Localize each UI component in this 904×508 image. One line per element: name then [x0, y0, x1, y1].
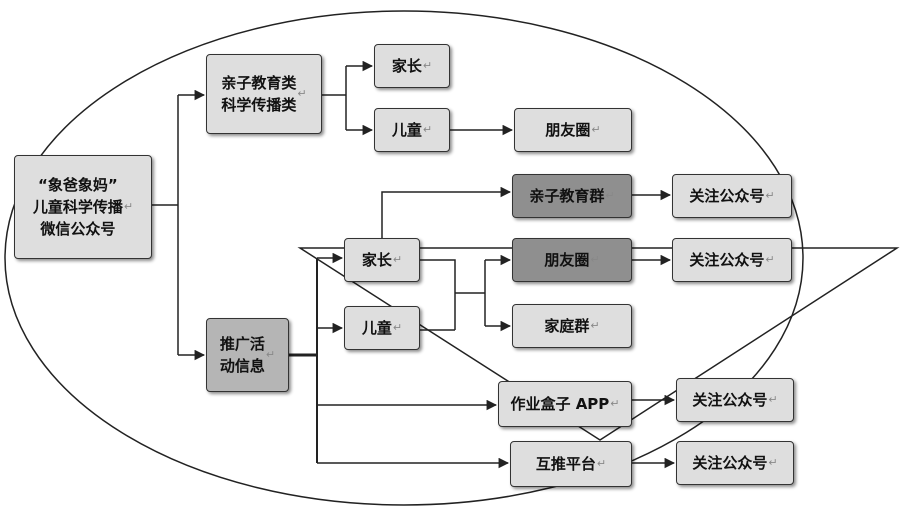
node-parenting-group: 亲子教育群↵	[512, 174, 632, 218]
node-mutual-platform: 互推平台↵	[510, 441, 632, 487]
node-root: “象爸象妈” 儿童科学传播 微信公众号↵	[14, 155, 152, 259]
node-child-top: 儿童↵	[374, 108, 450, 152]
connector-parent-up	[381, 186, 512, 240]
node-child-mid: 儿童↵	[344, 306, 420, 350]
node-follow-3: 关注公众号↵	[676, 378, 794, 422]
node-content-types: 亲子教育类 科学传播类↵	[206, 54, 322, 134]
node-moments-top: 朋友圈↵	[514, 108, 632, 152]
node-homework-app: 作业盒子 APP↵	[498, 381, 632, 427]
node-moments-mid: 朋友圈↵	[512, 238, 632, 282]
node-family-group: 家庭群↵	[512, 304, 632, 348]
scope-ellipse	[4, 10, 804, 506]
node-follow-2: 关注公众号↵	[672, 238, 792, 282]
node-parent-mid: 家长↵	[344, 238, 420, 282]
node-follow-4: 关注公众号↵	[676, 441, 794, 485]
node-parent-top: 家长↵	[374, 44, 450, 88]
node-follow-1: 关注公众号↵	[672, 174, 792, 218]
connector-parent-merge	[420, 259, 456, 330]
node-promo: 推广活 动信息↵	[206, 318, 289, 392]
